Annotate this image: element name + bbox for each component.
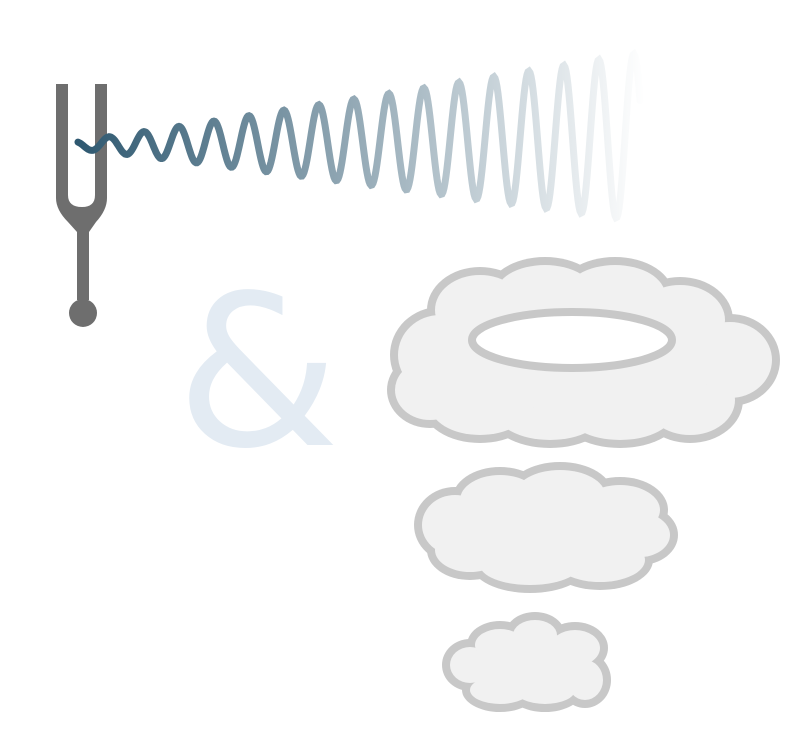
cloud-icon-small <box>442 612 611 712</box>
ampersand-symbol: & <box>176 250 340 495</box>
sound-wave-icon <box>74 48 644 223</box>
cloud-icon-large <box>387 257 780 448</box>
tuning-fork-icon <box>56 84 107 327</box>
cloud-icon-medium <box>414 462 678 593</box>
